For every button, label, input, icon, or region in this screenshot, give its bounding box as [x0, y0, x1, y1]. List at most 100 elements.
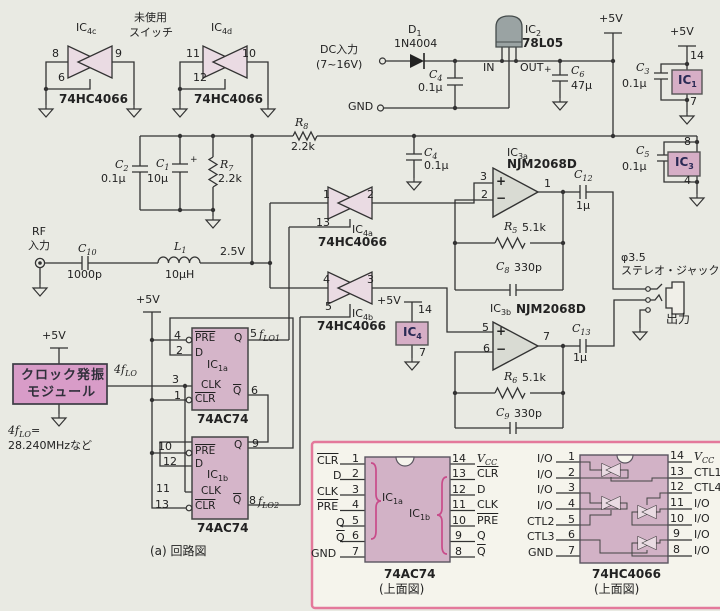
c5-val: 0.1μ — [622, 160, 647, 173]
ic4-p5v: +5V — [377, 294, 401, 307]
output-label: 出力 — [666, 312, 691, 326]
c6-plus: + — [544, 65, 552, 75]
ic1b-pin8: 8 — [249, 494, 256, 507]
opamp-ic3a — [492, 166, 540, 219]
p74-l-gnd: GND — [311, 547, 337, 560]
ic3-pin4: 4 — [684, 174, 691, 187]
ic3-box-label: IC3 — [675, 155, 694, 171]
ic1b-part: 74AC74 — [197, 521, 249, 535]
p40-r-io9: I/O — [694, 528, 710, 541]
ic1b-box — [191, 436, 249, 520]
p74-r-qb: Q — [477, 545, 486, 558]
p40-r-io8: I/O — [694, 544, 710, 557]
p74-l-qb: Q — [336, 531, 345, 544]
ic4a-pin2: 2 — [367, 188, 374, 201]
c3-val: 0.1μ — [622, 77, 647, 90]
ic1-box-label: IC1 — [678, 73, 697, 89]
stereo-jack-contacts — [645, 286, 651, 313]
c3-ref: C3 — [636, 61, 650, 76]
ic4c-pin8: 8 — [52, 47, 59, 60]
r6-ref: R6 — [504, 370, 518, 385]
ic3b-ref: IC3b — [490, 302, 512, 317]
p74-n5: 5 — [352, 514, 359, 527]
ic4c-pin9: 9 — [115, 47, 122, 60]
c12-ref: C12 — [574, 168, 593, 183]
p40-view: (上面図) — [594, 582, 640, 596]
ic3b-part: NJM2068D — [516, 302, 586, 316]
ic1-pin14: 14 — [690, 49, 704, 62]
clock-module-1: クロック発振 — [21, 368, 106, 383]
regulator-body — [495, 15, 523, 48]
p40-r-io10: I/O — [694, 512, 710, 525]
p40-r-ctl1: CTL1 — [694, 466, 720, 479]
p40-l-io3: I/O — [537, 483, 553, 496]
ic1a-flo1: fLO1 — [259, 328, 281, 343]
p74-n2: 2 — [352, 467, 359, 480]
ic1a-pin3: 3 — [172, 373, 179, 386]
p40-n1: 1 — [568, 450, 575, 463]
ic4-power-box — [395, 321, 429, 346]
p74-n10: 10 — [452, 514, 466, 527]
ic1b-clk: CLK — [201, 485, 222, 497]
c1-ref: C1 — [156, 157, 170, 172]
clock-out-label: 4fLO — [114, 363, 137, 378]
c13-val: 1μ — [573, 351, 587, 364]
p74-l-pre: PRE — [317, 500, 339, 513]
dc-in-range: (7~16V) — [316, 58, 363, 71]
gnd-terminal — [376, 104, 385, 112]
rf-label-1: RF — [32, 225, 46, 238]
diode-icon — [410, 54, 424, 68]
ic3a-part: NJM2068D — [507, 157, 577, 171]
c6-val: 47μ — [571, 79, 592, 92]
p40-l-ctl3: CTL3 — [527, 530, 555, 543]
ic1b-clr: CLR — [195, 500, 216, 512]
c4a-ref: C4 — [429, 68, 443, 83]
c5-ref: C5 — [636, 144, 650, 159]
gnd-terminal-label: GND — [348, 100, 374, 113]
clock-module-box — [12, 363, 108, 405]
ic4c-part: 74HC4066 — [59, 92, 128, 106]
p40-l-io4: I/O — [537, 499, 553, 512]
p74-l-q: Q — [336, 516, 345, 529]
ic1a-box — [191, 327, 249, 411]
c10-val: 1000p — [67, 268, 102, 281]
c2-ref: C2 — [115, 158, 129, 173]
ic4d-pin10: 10 — [242, 47, 256, 60]
clock-note-1: 4fLO= — [8, 424, 41, 439]
d1-ref: D1 — [408, 23, 422, 38]
p74-n13: 13 — [452, 467, 466, 480]
p74-ic1a: IC1a — [382, 491, 403, 506]
p74-view: (上面図) — [379, 582, 425, 596]
c4b-val: 0.1μ — [424, 159, 449, 172]
ic1-pin7: 7 — [690, 95, 697, 108]
d1-part: 1N4004 — [394, 37, 438, 50]
ic3b-pin7: 7 — [543, 330, 550, 343]
junction-dots — [43, 58, 700, 456]
p40-n7: 7 — [568, 544, 575, 557]
p40-n4: 4 — [568, 497, 575, 510]
c6-ref: C6 — [571, 64, 585, 79]
p74-l-clr: CLR — [317, 454, 339, 467]
ic1a-d: D — [195, 347, 204, 359]
p74-ic1b: IC1b — [409, 507, 431, 522]
p40-l-ctl2: CTL2 — [527, 515, 555, 528]
p40-l-io1: I/O — [537, 452, 553, 465]
ic1a-pin5: 5 — [250, 327, 257, 340]
jack-size: φ3.5 — [621, 251, 646, 264]
unused-note-1: 未使用 — [134, 11, 167, 24]
ic3b-plus: + — [496, 324, 507, 338]
ic1b-pin13: 13 — [155, 498, 169, 511]
ic1a-pin6: 6 — [251, 384, 258, 397]
ic1a-pin2: 2 — [176, 344, 183, 357]
p74-n4: 4 — [352, 498, 359, 511]
p74-n11: 11 — [452, 498, 466, 511]
p40-r-io11: I/O — [694, 497, 710, 510]
ic4a-pin1: 1 — [323, 188, 330, 201]
ic4a-ref: IC4a — [352, 223, 373, 238]
p74-r-vcc: VCC — [477, 452, 498, 467]
p40-n6: 6 — [568, 528, 575, 541]
p74-r-pre: PRE — [477, 514, 499, 527]
ic4b-pin5: 5 — [325, 300, 332, 313]
